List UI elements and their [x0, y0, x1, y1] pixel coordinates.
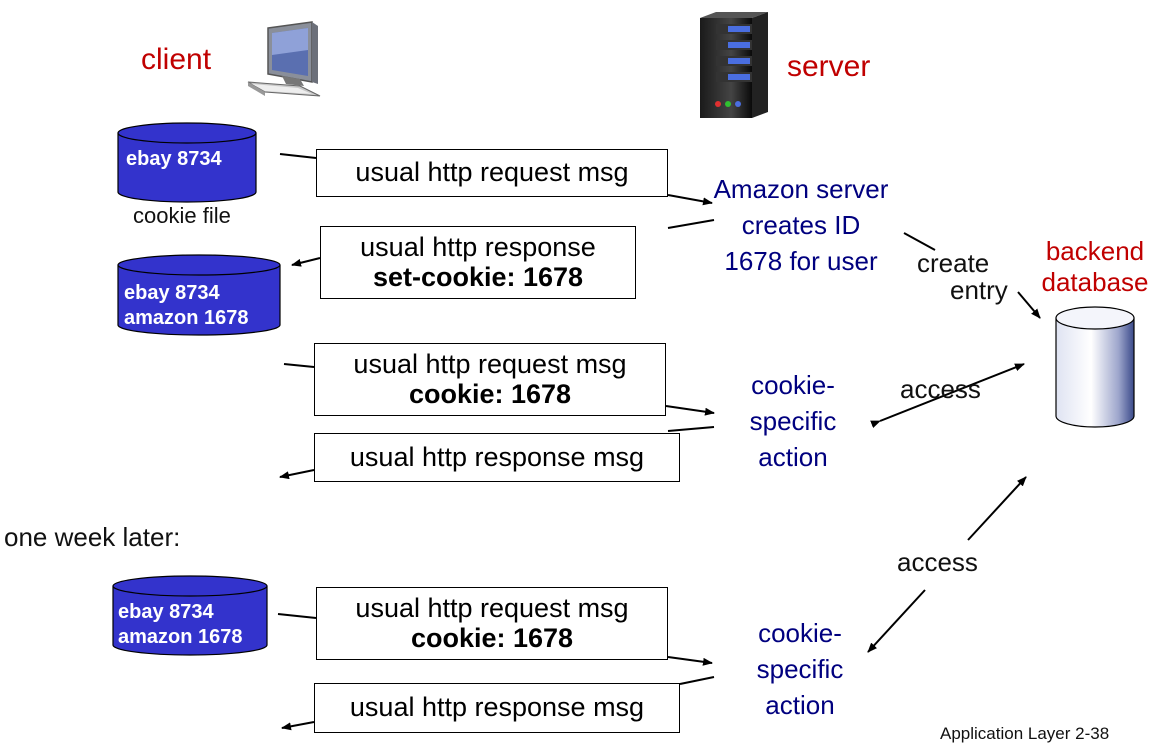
action-line: cookie-	[758, 618, 842, 648]
arrow-req1-out	[279, 153, 317, 159]
cookie-file-cylinder-3	[112, 575, 268, 656]
arrow-req1-in	[667, 194, 713, 206]
cookie-file-cylinder-1	[117, 122, 257, 203]
amazon-server-label: Amazon server creates ID 1678 for user	[690, 172, 912, 280]
cookie-file-1-text: ebay 8734	[126, 147, 222, 172]
arrow-access1	[870, 363, 1025, 429]
cookie-header-text: cookie: 1678	[408, 378, 572, 409]
msg-text: usual http response msg	[349, 692, 645, 723]
msg-text: usual http request msg	[353, 349, 627, 380]
backend-database-label: backend database	[1028, 236, 1162, 298]
arrow-resp1-from-server	[667, 219, 715, 229]
action-line: specific	[749, 405, 837, 436]
database-cylinder-icon	[1055, 306, 1135, 428]
cookie-entry: ebay 8734	[126, 148, 222, 170]
create-label: create	[917, 248, 990, 278]
response-msg-box-2: usual http response msg	[314, 433, 680, 482]
access-label-2: access	[897, 547, 978, 577]
action-line: action	[758, 441, 828, 472]
backend-line: database	[1041, 267, 1149, 298]
arrow-resp2-to-client	[279, 469, 315, 480]
set-cookie-text: set-cookie: 1678	[372, 261, 584, 292]
msg-text: usual http response	[360, 232, 596, 263]
amazon-line: Amazon server	[713, 174, 889, 204]
arrow-req2-out	[283, 363, 315, 368]
cookie-entry: ebay 8734	[118, 601, 214, 623]
cookie-specific-action-2: cookie- specific action	[735, 616, 865, 724]
msg-text: usual http request msg	[355, 157, 629, 188]
arrow-resp2-from-server	[667, 426, 715, 432]
cookie-file-2-text: ebay 8734 amazon 1678	[124, 281, 249, 331]
cookie-file-cylinder-2	[117, 254, 281, 336]
access-label-1: access	[900, 374, 981, 404]
amazon-line: 1678 for user	[724, 245, 878, 276]
arrow-access2	[967, 476, 1027, 541]
arrow-access2-down	[867, 589, 926, 653]
arrow-req3-out	[277, 613, 317, 619]
request-msg-box-3: usual http request msg cookie: 1678	[316, 587, 668, 660]
arrow-create-entry	[903, 232, 936, 251]
server-tower-icon	[700, 12, 768, 118]
client-label: client	[141, 43, 212, 76]
arrow-resp1-to-client	[291, 257, 321, 267]
action-line: cookie-	[751, 370, 835, 400]
cookie-entry: amazon 1678	[118, 626, 243, 648]
response-msg-box-1: usual http response set-cookie: 1678	[320, 226, 636, 299]
footer-label: Application Layer 2-38	[940, 724, 1110, 743]
response-msg-box-3: usual http response msg	[314, 683, 680, 733]
arrow-req3-in	[667, 656, 713, 666]
amazon-line: creates ID	[741, 209, 861, 240]
desktop-computer-icon	[247, 21, 321, 97]
arrow-entry-to-db	[1017, 291, 1041, 319]
arrows	[277, 153, 1041, 731]
request-msg-box-1: usual http request msg	[316, 149, 668, 197]
cookie-file-3-text: ebay 8734 amazon 1678	[118, 600, 243, 650]
msg-text: usual http request msg	[355, 593, 629, 624]
arrow-resp3-to-client	[281, 721, 315, 731]
cookie-header-text: cookie: 1678	[410, 622, 574, 653]
cookie-entry: amazon 1678	[124, 307, 249, 329]
cookie-file-caption: cookie file	[133, 203, 231, 228]
entry-label: entry	[950, 275, 1008, 305]
cookie-specific-action-1: cookie- specific action	[728, 368, 858, 476]
arrow-resp3-from-server	[679, 676, 715, 685]
backend-line: backend	[1045, 236, 1145, 266]
action-line: action	[765, 689, 835, 720]
msg-text: usual http response msg	[349, 441, 645, 472]
one-week-later-label: one week later:	[4, 522, 181, 552]
arrow-req2-in	[665, 405, 715, 416]
cookie-entry: ebay 8734	[124, 282, 220, 304]
action-line: specific	[756, 653, 844, 684]
request-msg-box-2: usual http request msg cookie: 1678	[314, 343, 666, 416]
server-label: server	[787, 50, 871, 83]
